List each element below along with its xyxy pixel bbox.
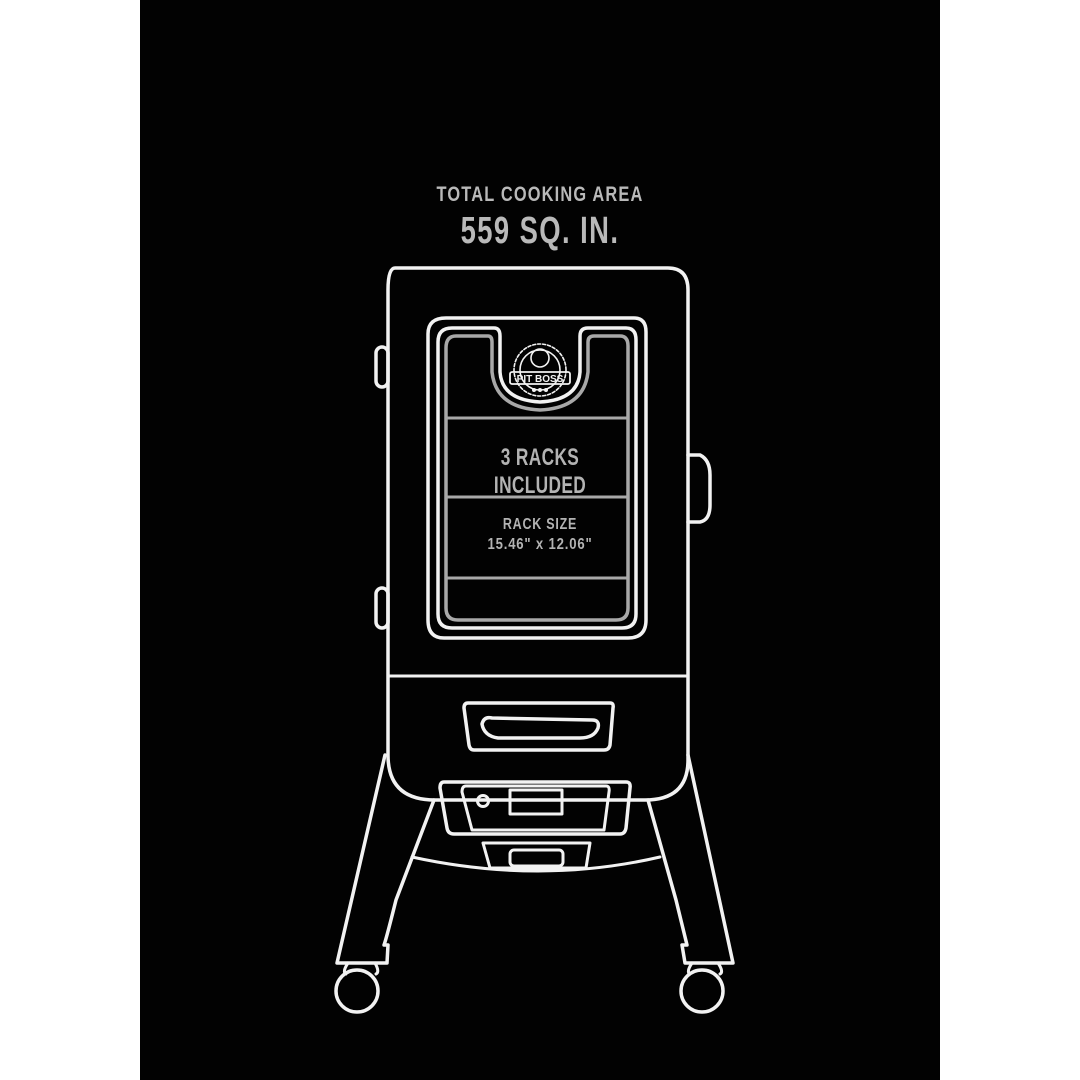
right-caster xyxy=(679,968,725,1014)
hinge-bottom xyxy=(374,586,390,630)
product-panel xyxy=(140,0,940,1080)
door-handle xyxy=(686,453,712,524)
cabinet-body-outline xyxy=(386,266,690,802)
hinge-top xyxy=(374,345,390,389)
left-caster xyxy=(334,968,380,1014)
svg-text:PIT BOSS: PIT BOSS xyxy=(517,374,564,385)
power-knob xyxy=(476,794,490,808)
window-frame-mid xyxy=(436,326,638,630)
window-glass xyxy=(444,334,630,622)
right-leg xyxy=(646,753,735,965)
controller-housing xyxy=(438,780,632,836)
ash-drawer-handle xyxy=(508,848,565,868)
cooking-area-value: 559 SQ. IN. xyxy=(460,210,620,252)
bottom-skirt xyxy=(410,855,662,873)
window-frame-outer xyxy=(426,316,648,640)
ash-drawer xyxy=(481,841,592,870)
digital-display xyxy=(508,788,564,816)
controller-faceplate xyxy=(460,784,611,832)
left-leg xyxy=(335,753,436,965)
pit-boss-logo: PIT BOSS xyxy=(509,343,571,397)
racks-included-label: 3 RACKS INCLUDED xyxy=(493,444,587,499)
drawer-handle xyxy=(480,715,601,740)
rack-size-label: RACK SIZE xyxy=(502,516,578,533)
cooking-area-label: TOTAL COOKING AREA xyxy=(436,183,644,206)
rack-size-value: 15.46" x 12.06" xyxy=(487,536,593,553)
lower-drawer xyxy=(462,701,615,752)
